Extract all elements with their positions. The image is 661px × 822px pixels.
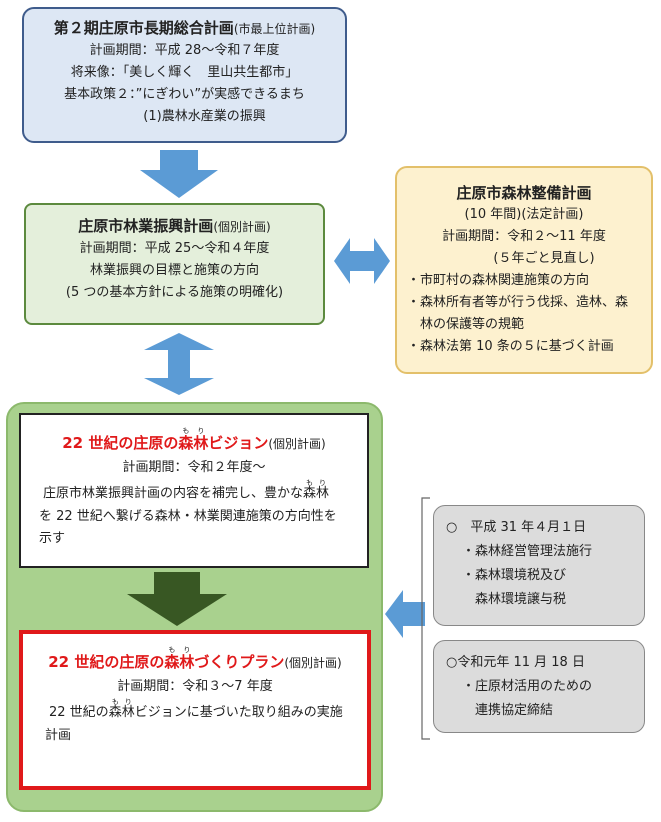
vision-desc-ruby: 森林	[303, 486, 330, 501]
forestry-promotion-plan-box: 庄原市林業振興計画(個別計画) 計画期間：平成 25～令和４年度 林業振興の目標…	[24, 203, 325, 325]
event-box: ○ 平成 31 年４月１日 ・森林経営管理法施行 ・森林環境税及び 森林環境譲与…	[433, 505, 645, 626]
forest-maintenance-bullet: ・森林法第 10 条の５に基づく計画	[407, 339, 614, 354]
vision-period: 計画期間：令和２年度～	[122, 460, 266, 475]
plan-title-prefix: 22 世紀の庄原の	[48, 653, 165, 671]
vision-desc-line2: を 22 世紀へ繋げる森林・林業関連施策の方向性を	[39, 509, 337, 524]
left-arrow-icon	[385, 590, 425, 638]
forestry-promotion-title: 庄原市林業振興計画	[78, 217, 214, 235]
bracket-icon	[421, 497, 430, 740]
down-arrow-dark-icon	[127, 572, 227, 626]
plan-title-suffix: づくりプラン	[194, 653, 285, 671]
forest-maintenance-note2: (５年ごと見直し)	[493, 251, 595, 266]
forest-maintenance-bullet: ・森林所有者等が行う伐採、造林、森	[407, 295, 629, 310]
forestry-promotion-line1: 林業振興の目標と施策の方向	[89, 263, 259, 278]
plan-desc-line2: 計画	[45, 728, 72, 743]
vision-desc-line3: 示す	[39, 531, 66, 546]
forest-maintenance-bullet: 林の保護等の規範	[407, 317, 525, 332]
long-term-plan-title: 第２期庄原市長期総合計画	[53, 19, 234, 37]
vision-title-note: (個別計画)	[268, 437, 326, 451]
long-term-plan-box: 第２期庄原市長期総合計画(市最上位計画) 計画期間：平成 28～令和７年度 将来…	[22, 7, 347, 143]
vision-desc-line1: 庄原市林業振興計画の内容を補完し、豊かな	[43, 486, 304, 501]
plan-title-ruby-reading: もり	[164, 646, 195, 654]
event-item: ・森林環境税及び	[462, 568, 567, 583]
forest-making-plan-box: 22 世紀の庄原の森林もりづくりプラン(個別計画) 計画期間：令和３～7 年度 …	[19, 630, 371, 790]
long-term-plan-vision: 将来像：「美しく輝く 里山共生都市」	[70, 65, 299, 80]
up-down-arrow-icon	[144, 333, 214, 395]
event-item: ・森林経営管理法施行	[462, 544, 593, 559]
event-heading: ○ 平成 31 年４月１日	[446, 520, 587, 535]
vision-title-suffix: ビジョン	[208, 434, 269, 452]
forest-maintenance-title: 庄原市森林整備計画	[456, 184, 592, 202]
event-item: ・庄原材活用のための	[462, 679, 593, 694]
forestry-promotion-period: 計画期間：平成 25～令和４年度	[79, 241, 270, 256]
plan-title-ruby: 森林	[164, 653, 195, 671]
plan-period: 計画期間：令和３～7 年度	[117, 679, 273, 694]
vision-title-ruby-reading: もり	[178, 427, 209, 435]
long-term-plan-policy: 基本政策２：”にぎわい”が実感できるまち	[64, 87, 305, 102]
plan-desc-ruby: 森林	[108, 705, 135, 720]
vision-title-ruby: 森林	[178, 434, 209, 452]
left-right-arrow-icon	[334, 238, 390, 284]
plan-desc-prefix: 22 世紀の	[49, 705, 109, 720]
event-box: ○令和元年 11 月 18 日 ・庄原材活用のための 連携協定締結	[433, 640, 645, 733]
forest-maintenance-bullet: ・市町村の森林関連施策の方向	[407, 273, 590, 288]
event-heading: ○令和元年 11 月 18 日	[446, 655, 585, 670]
forestry-promotion-line2: (5 つの基本方針による施策の明確化)	[65, 285, 284, 300]
vision-desc-ruby-reading: もり	[303, 479, 330, 487]
long-term-plan-item: (1)農林水産業の振興	[143, 109, 266, 124]
down-arrow-icon	[140, 150, 218, 198]
event-item: 連携協定締結	[462, 703, 554, 718]
forest-maintenance-plan-box: 庄原市森林整備計画 (10 年間)(法定計画) 計画期間：令和２～11 年度 (…	[395, 166, 653, 374]
plan-desc-ruby-reading: もり	[108, 698, 135, 706]
vision-title-prefix: 22 世紀の庄原の	[62, 434, 179, 452]
forest-maintenance-note1: (10 年間)(法定計画)	[464, 207, 584, 222]
event-item: 森林環境譲与税	[462, 592, 567, 607]
long-term-plan-note: (市最上位計画)	[233, 22, 316, 36]
forest-vision-box: 22 世紀の庄原の森林もりビジョン(個別計画) 計画期間：令和２年度～ 庄原市林…	[19, 413, 369, 568]
forestry-promotion-note: (個別計画)	[213, 220, 271, 234]
plan-title-note: (個別計画)	[284, 656, 342, 670]
forest-maintenance-period: 計画期間：令和２～11 年度	[442, 229, 606, 244]
long-term-plan-period: 計画期間：平成 28～令和７年度	[89, 43, 280, 58]
plan-desc-suffix: ビジョンに基づいた取り組みの実施	[134, 705, 343, 720]
